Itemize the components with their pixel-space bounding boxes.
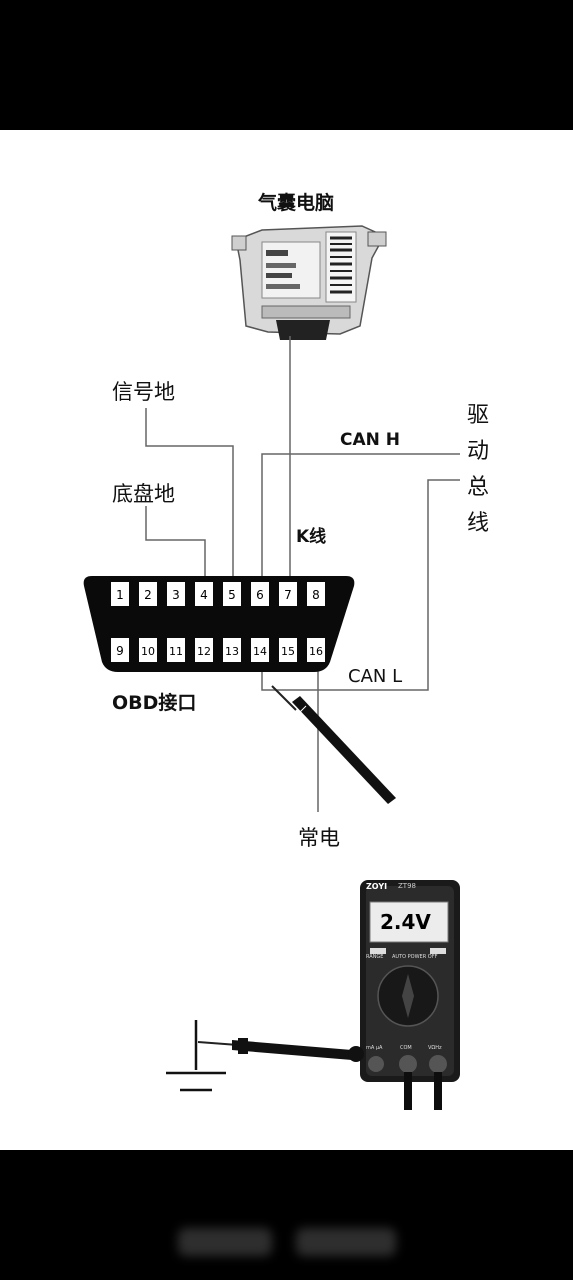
obd-top-pin-label: 3: [172, 588, 180, 602]
probe-on-pin16: [271, 685, 396, 804]
obd-top-pin-label: 8: [312, 588, 320, 602]
obd-bottom-pin-label: 9: [116, 644, 124, 658]
obd-bottom-pin-label: 10: [141, 645, 155, 658]
obd-bottom-pin-16: 16: [307, 638, 325, 662]
obd-bottom-pin-10: 10: [139, 638, 157, 662]
obd-bottom-pin-15: 15: [279, 638, 297, 662]
ground-symbol: [166, 1020, 226, 1092]
multimeter: [348, 880, 460, 1110]
obd-label: OBD接口: [112, 692, 197, 714]
drive-bus-label: 驱 动 总 线: [464, 398, 492, 542]
obd-bottom-pin-11: 11: [167, 638, 185, 662]
obd-bottom-pin-label: 13: [225, 645, 239, 658]
airbag-ecu-module: [231, 225, 387, 340]
drive-bus-char-1: 驱: [466, 403, 489, 428]
drive-bus-char-3: 总: [466, 475, 489, 500]
obd-bottom-pin-label: 16: [309, 645, 323, 658]
obd-bottom-pin-14: 14: [251, 638, 269, 662]
multimeter-auto-power-off: AUTO POWER OFF: [392, 954, 438, 960]
signal-ground-wire: [145, 408, 234, 595]
obd-bottom-pin-label: 12: [197, 645, 211, 658]
obd-top-pin-4: 4: [195, 582, 213, 606]
multimeter-port-com: COM: [400, 1045, 412, 1051]
multimeter-port-v: VΩHz: [428, 1045, 442, 1051]
obd-top-pin-label: 7: [284, 588, 292, 602]
obd-top-pin-7: 7: [279, 582, 297, 606]
drive-bus-char-2: 动: [466, 439, 489, 464]
obd-top-pin-5: 5: [223, 582, 241, 606]
obd-top-pin-8: 8: [307, 582, 325, 606]
obd-bottom-pin-12: 12: [195, 638, 213, 662]
ground-probe: [197, 1038, 352, 1060]
wires: [145, 336, 460, 812]
obd-top-pin-label: 1: [116, 588, 124, 602]
obd-top-pin-1: 1: [111, 582, 129, 606]
can-l-wire: [261, 479, 460, 691]
multimeter-display-value: 2.4V: [380, 910, 431, 934]
airbag-ecu-label: 气囊电脑: [258, 192, 335, 214]
obd-top-pin-label: 6: [256, 588, 264, 602]
k-line-label: K线: [296, 527, 327, 547]
blurred-watermark-right: [296, 1228, 396, 1256]
obd-top-pin-3: 3: [167, 582, 185, 606]
obd-bottom-pin-13: 13: [223, 638, 241, 662]
obd-top-pin-6: 6: [251, 582, 269, 606]
drive-bus-char-4: 线: [466, 511, 489, 536]
obd-top-pin-label: 4: [200, 588, 208, 602]
obd-bottom-pin-label: 11: [169, 645, 183, 658]
obd-bottom-pin-9: 9: [111, 638, 129, 662]
multimeter-range-button: RANGE: [366, 954, 384, 960]
multimeter-brand: ZOYI: [366, 882, 388, 891]
multimeter-port-ma: mA µA: [366, 1045, 383, 1051]
constant-power-label: 常电: [298, 826, 340, 850]
can-h-label: CAN H: [340, 430, 401, 450]
multimeter-model: ZT98: [398, 882, 416, 890]
obd-bottom-pin-label: 14: [253, 645, 267, 658]
chassis-ground-wire: [145, 506, 206, 595]
can-h-wire: [261, 453, 460, 595]
chassis-ground-label: 底盘地: [112, 482, 175, 506]
signal-ground-label: 信号地: [112, 380, 175, 404]
obd-top-pin-label: 2: [144, 588, 152, 602]
obd-top-pin-label: 5: [228, 588, 236, 602]
obd-top-pin-2: 2: [139, 582, 157, 606]
obd-bottom-pin-label: 15: [281, 645, 295, 658]
can-l-label: CAN L: [348, 666, 403, 687]
blurred-watermark-left: [178, 1228, 272, 1256]
